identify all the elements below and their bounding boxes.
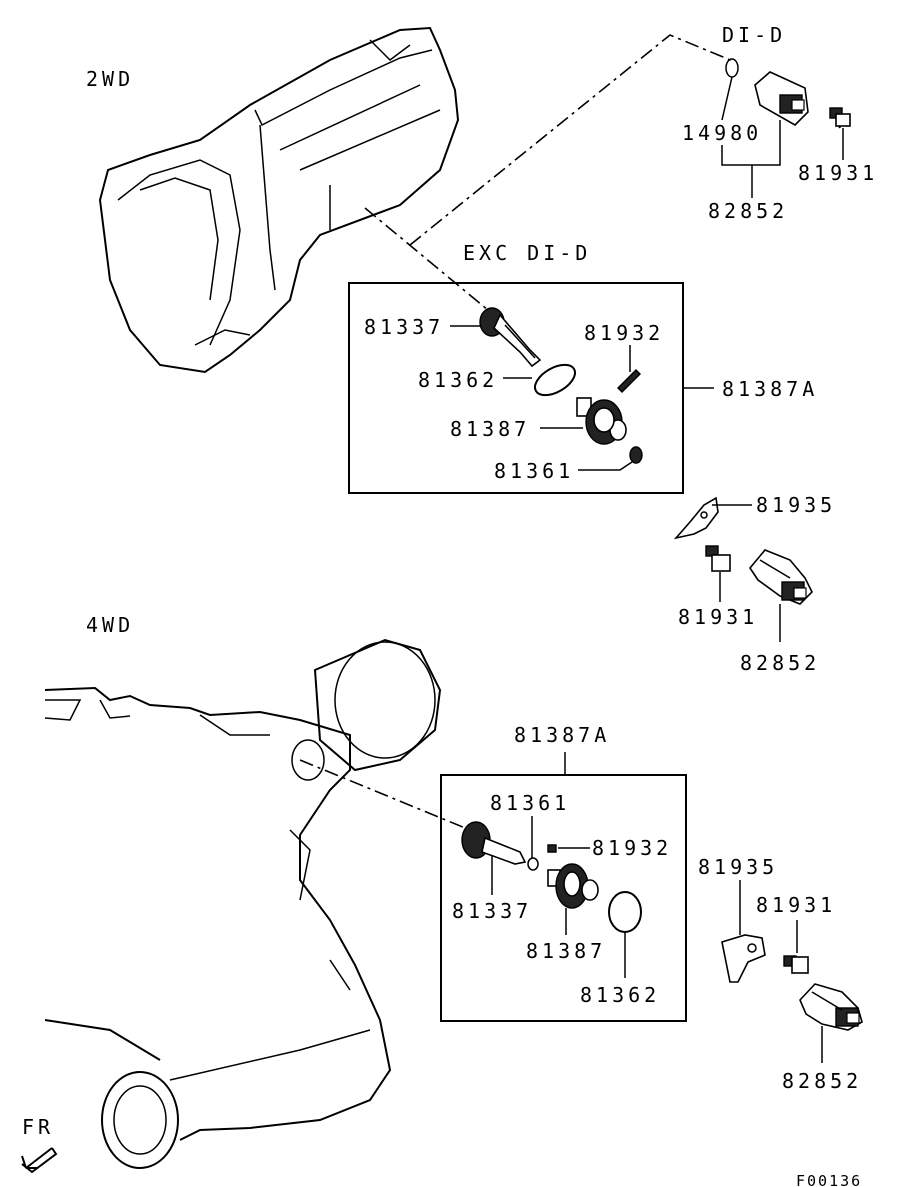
pin-81932-4wd	[547, 844, 557, 853]
driven-gear-81337-4wd	[461, 821, 527, 865]
label-81362: 81362	[418, 368, 498, 392]
label-81361: 81361	[494, 459, 574, 483]
lock-plate-81935	[673, 496, 719, 540]
section-label-4wd: 4WD	[86, 613, 134, 637]
o-ring-14980	[725, 58, 739, 78]
label-81387a-2wd: 81387A	[722, 377, 818, 401]
figure-code: F00136	[796, 1172, 862, 1187]
front-arrow-icon	[21, 1147, 58, 1174]
label-81935: 81935	[756, 493, 836, 517]
lock-plate-81935-4wd	[721, 934, 766, 983]
section-label-2wd: 2WD	[86, 67, 134, 91]
leader-81361	[578, 461, 633, 471]
label-81387: 81387	[450, 417, 530, 441]
label-81387a-4wd: 81387A	[514, 723, 610, 747]
leader-dashdot-4wd	[299, 759, 471, 831]
bracket-82852-top	[721, 120, 781, 166]
label-81932-4wd: 81932	[592, 836, 672, 860]
label-82852: 82852	[740, 651, 820, 675]
transfer-case-4wd-housing	[44, 638, 442, 1169]
driven-gear-81337	[479, 307, 542, 368]
transmission-2wd-housing	[98, 26, 460, 374]
label-exc-di-d: EXC DI-D	[463, 241, 591, 265]
label-81932: 81932	[584, 321, 664, 345]
bolt-81931-top	[829, 107, 851, 129]
pin-81932	[617, 369, 641, 393]
label-81935-4wd: 81935	[698, 855, 778, 879]
label-82852-4wd: 82852	[782, 1069, 862, 1093]
leader-dashdot-2wd-di-d	[409, 34, 736, 246]
bolt-81931-4wd	[783, 955, 809, 974]
label-di-d: DI-D	[722, 23, 786, 47]
label-14980: 14980	[682, 121, 762, 145]
sleeve-81387	[576, 397, 627, 445]
label-82852-top: 82852	[708, 199, 788, 223]
speed-sensor-82852	[749, 549, 813, 605]
label-81337: 81337	[364, 315, 444, 339]
label-fr: FR	[22, 1115, 54, 1139]
label-81362-4wd: 81362	[580, 983, 660, 1007]
label-81361-4wd: 81361	[490, 791, 570, 815]
sleeve-81387-4wd	[547, 863, 599, 909]
label-81931: 81931	[678, 605, 758, 629]
speed-sensor-82852-4wd	[799, 983, 863, 1031]
o-ring-81362	[534, 363, 576, 397]
leader-14980	[721, 76, 733, 121]
leader-dashdot-2wd-gear	[364, 207, 501, 321]
label-81931-4wd: 81931	[756, 893, 836, 917]
label-81337-4wd: 81337	[452, 899, 532, 923]
label-81387-4wd: 81387	[526, 939, 606, 963]
o-ring-81361-4wd	[527, 857, 539, 871]
bolt-81931	[705, 545, 731, 572]
label-81931-top: 81931	[798, 161, 878, 185]
o-ring-81361	[629, 446, 643, 464]
o-ring-81362-4wd	[608, 891, 642, 933]
box-81387a-4wd	[440, 774, 687, 1022]
speed-sensor-82852-top	[754, 71, 809, 126]
